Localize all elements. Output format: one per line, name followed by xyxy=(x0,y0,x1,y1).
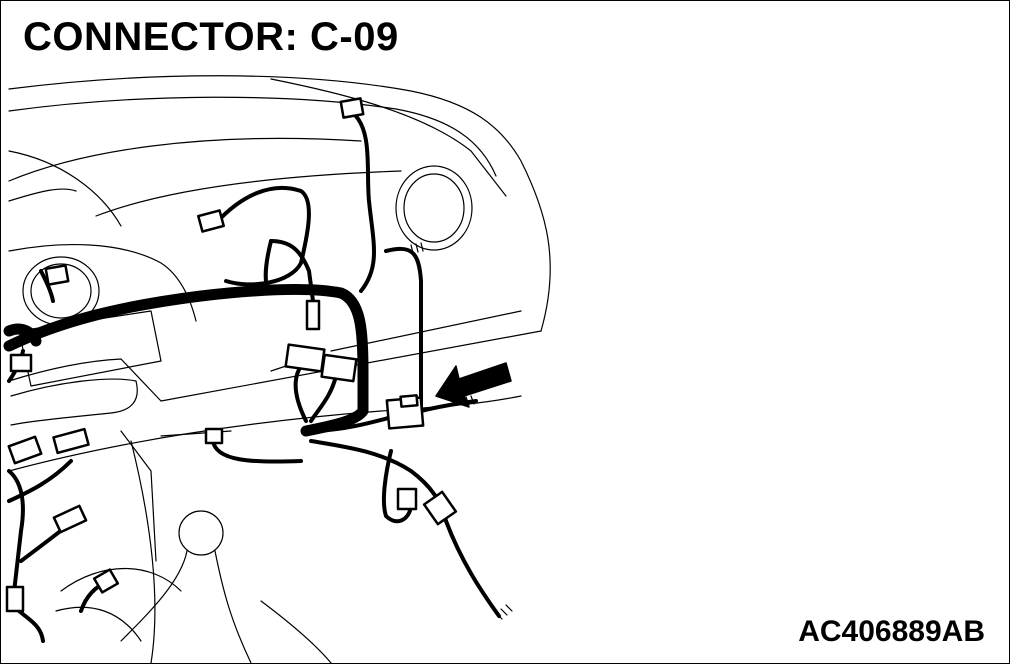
connector-left-edge xyxy=(9,353,33,373)
branch-wires xyxy=(7,111,501,643)
connector-pair-left xyxy=(284,343,326,373)
diagram-title: CONNECTOR: C-09 xyxy=(23,15,399,59)
connector-left-vent xyxy=(44,264,70,286)
connector-lower-mid xyxy=(204,427,224,445)
connector-lower-right xyxy=(396,487,418,511)
connector-plug xyxy=(305,299,321,331)
arrow-icon xyxy=(435,362,512,408)
connector-inline xyxy=(422,490,458,526)
connector-left-c xyxy=(52,504,88,534)
gear-shifter xyxy=(55,510,332,663)
connector-shifter xyxy=(92,568,120,594)
connector-c-09-latch xyxy=(399,394,419,408)
connectors xyxy=(5,97,458,613)
air-vent xyxy=(395,165,473,251)
figure-id: AC406889AB xyxy=(798,615,985,648)
connector-left-b xyxy=(52,427,90,455)
main-harness xyxy=(3,283,369,437)
wire-ends xyxy=(410,242,513,620)
connector-top xyxy=(339,97,365,119)
connector-upper-left xyxy=(197,209,225,233)
connector-pair-right xyxy=(320,353,358,383)
connector-left-a xyxy=(7,435,43,465)
connector-bottom-left xyxy=(5,585,25,613)
